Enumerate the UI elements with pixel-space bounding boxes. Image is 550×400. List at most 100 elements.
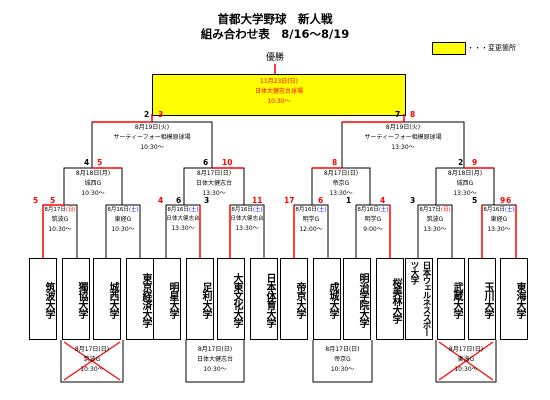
bottom-3-venue: 帝京G [334, 356, 351, 363]
quarter-3-info: 8月17日(日) 帝京G 13:30〜 [312, 169, 370, 199]
r1-4-venue: 日体大健志台 [230, 216, 264, 222]
bottom-2-time: 10:30〜 [203, 366, 227, 373]
r1-2-venue: 東経G [114, 216, 132, 223]
r1-6-info: 8月16日(土) 明学G 9:00〜 [356, 206, 390, 235]
r1-1-left-num: 5 [33, 196, 39, 205]
r1-6-time: 9:00〜 [363, 226, 383, 233]
r1-2-day: (土) [128, 207, 139, 213]
quarter-3-time: 13:30〜 [329, 190, 353, 197]
r1-3-time: 13:30〜 [171, 225, 195, 232]
quarter-1-time: 10:30〜 [81, 190, 105, 197]
r1-1-time: 10:30〜 [48, 226, 72, 233]
bottom-4-venue: 東海G [457, 356, 475, 363]
r1-4-time: 13:30〜 [235, 225, 259, 232]
semi-2-time: 13:30〜 [391, 144, 415, 151]
final-left-num-black: 2 [144, 110, 150, 119]
final-left-num: 3 [158, 110, 164, 119]
bottom-2-info: 8月17日(日) 日体大健志台 10:30〜 [186, 345, 244, 375]
r1-7-time: 13:30〜 [423, 226, 447, 233]
r1-8-left-num: 5 [472, 196, 478, 205]
final-right-num: 8 [410, 110, 416, 119]
quarter-2-left-black: 6 [176, 196, 182, 205]
team-5: 明星大学 [153, 258, 181, 340]
final-match-box: 11月23日(日) 日体大健志台球場 10:30〜 [152, 74, 406, 116]
r1-3-right-num: 3 [204, 196, 210, 205]
semi-1-info: 8月19日(火) サーティーフォー相模原球場 10:30〜 [92, 123, 212, 153]
r1-3-date: 8月16日 [167, 207, 189, 213]
quarter-3-venue: 帝京G [332, 180, 350, 187]
bottom-2-date: 8月17日(日) [197, 346, 233, 353]
team-9: 帝京大学 [280, 258, 308, 340]
semi-1-right-num: 6 [203, 158, 209, 167]
r1-7-date: 8月17日 [419, 207, 441, 213]
r1-3-info: 8月16日(土) 日体大健志台 13:30〜 [166, 206, 200, 234]
r1-2-date: 8月16日 [107, 207, 129, 213]
quarter-4-right-num: 9 [500, 196, 506, 205]
r1-6-date: 8月16日 [357, 207, 379, 213]
quarter-2-date: 8月17日(日) [196, 170, 232, 177]
legend-swatch [432, 42, 466, 55]
team-16: 東海大学 [500, 258, 528, 340]
quarter-4-date: 8月18日(月) [447, 170, 483, 177]
r1-8-date: 8月16日 [483, 207, 505, 213]
r1-2-info: 8月16日(土) 東経G 10:30〜 [106, 206, 140, 235]
team-2: 獨協大学 [62, 258, 90, 340]
r1-7-day: (日) [440, 207, 451, 213]
quarter-1-info: 8月18日(月) 城西G 10:30〜 [64, 169, 122, 199]
r1-6-right-num: 4 [380, 196, 386, 205]
team-12: 桜美林大学 [376, 258, 404, 340]
quarter-3-date: 8月17日(日) [323, 170, 359, 177]
r1-8-info: 8月16日(土) 東経G 13:30〜 [482, 206, 516, 235]
quarter-3-left-num: 6 [318, 196, 324, 205]
quarter-4-time: 13:30〜 [453, 190, 477, 197]
semi-1-time: 10:30〜 [140, 144, 164, 151]
team-7: 大東文化大学 [217, 258, 245, 340]
r1-1-date: 8月17日 [44, 207, 66, 213]
r1-8-right-num: 6 [506, 196, 512, 205]
semi-1-date: 8月19日(火) [134, 124, 170, 131]
team-8: 日本体育大学 [250, 258, 278, 340]
bottom-4-date: 8月17日(日) [448, 346, 484, 353]
final-venue: 日体大健志台球場 [254, 88, 303, 95]
team-6: 足利大学 [186, 258, 214, 340]
r1-4-date: 8月16日 [231, 207, 253, 213]
quarter-2-info: 8月17日(日) 日体大健志台 13:30〜 [184, 169, 244, 199]
r1-2-time: 10:30〜 [111, 226, 135, 233]
r1-7-venue: 筑波G [426, 216, 444, 223]
r1-4-right-num: 11 [252, 196, 263, 205]
quarter-2-venue: 日体大健志台 [195, 180, 232, 187]
bottom-3-time: 10:30〜 [330, 366, 355, 373]
team-10: 成城大学 [313, 258, 341, 340]
quarter-1-date: 8月18日(月) [75, 170, 111, 177]
quarter-4-info: 8月18日(月) 城西G 13:30〜 [436, 169, 494, 199]
bottom-1-time: 10:30〜 [80, 366, 104, 373]
r1-3-venue: 日体大健志台 [166, 216, 200, 222]
r1-8-venue: 東経G [490, 216, 508, 223]
quarter-1-venue: 城西G [84, 180, 102, 187]
quarter-4-left-num: 2 [458, 158, 464, 167]
quarter-1-left-num: 5 [50, 196, 56, 205]
quarter-4-venue: 城西G [456, 180, 474, 187]
r1-1-info: 8月17日(日) 筑波G 10:30〜 [43, 206, 77, 235]
semi-2-venue: サーティーフォー相模原球場 [364, 134, 442, 141]
final-date: 11月23日(日) [260, 78, 298, 85]
r1-5-day: (土) [316, 207, 327, 213]
semi-1-left-black: 4 [84, 158, 90, 167]
semi-1-venue: サーティーフォー相模原球場 [113, 134, 191, 141]
r1-5-date: 8月16日 [295, 207, 317, 213]
legend-label: ・・・変更箇所 [467, 44, 516, 52]
team-1: 筑波大学 [29, 258, 57, 340]
bottom-1-info: 8月17日(日) 筑波G 10:30〜 [61, 345, 123, 375]
r1-6-day: (土) [378, 207, 389, 213]
r1-7-info: 8月17日(日) 筑波G 13:30〜 [418, 206, 452, 235]
r1-5-left-num: 17 [284, 196, 295, 205]
r1-4-info: 8月16日(土) 日体大健志台 13:30〜 [230, 206, 264, 234]
bottom-4-info: 8月17日(日) 東海G 10:30〜 [436, 345, 496, 375]
team-3: 城西大学 [93, 258, 121, 340]
semi-2-info: 8月19日(火) サーティーフォー相模原球場 13:30〜 [342, 123, 464, 153]
quarter-2-left-num: 10 [222, 158, 233, 167]
r1-8-day: (土) [504, 207, 515, 213]
r1-1-venue: 筑波G [51, 216, 69, 223]
r1-3-day: (土) [188, 207, 199, 213]
